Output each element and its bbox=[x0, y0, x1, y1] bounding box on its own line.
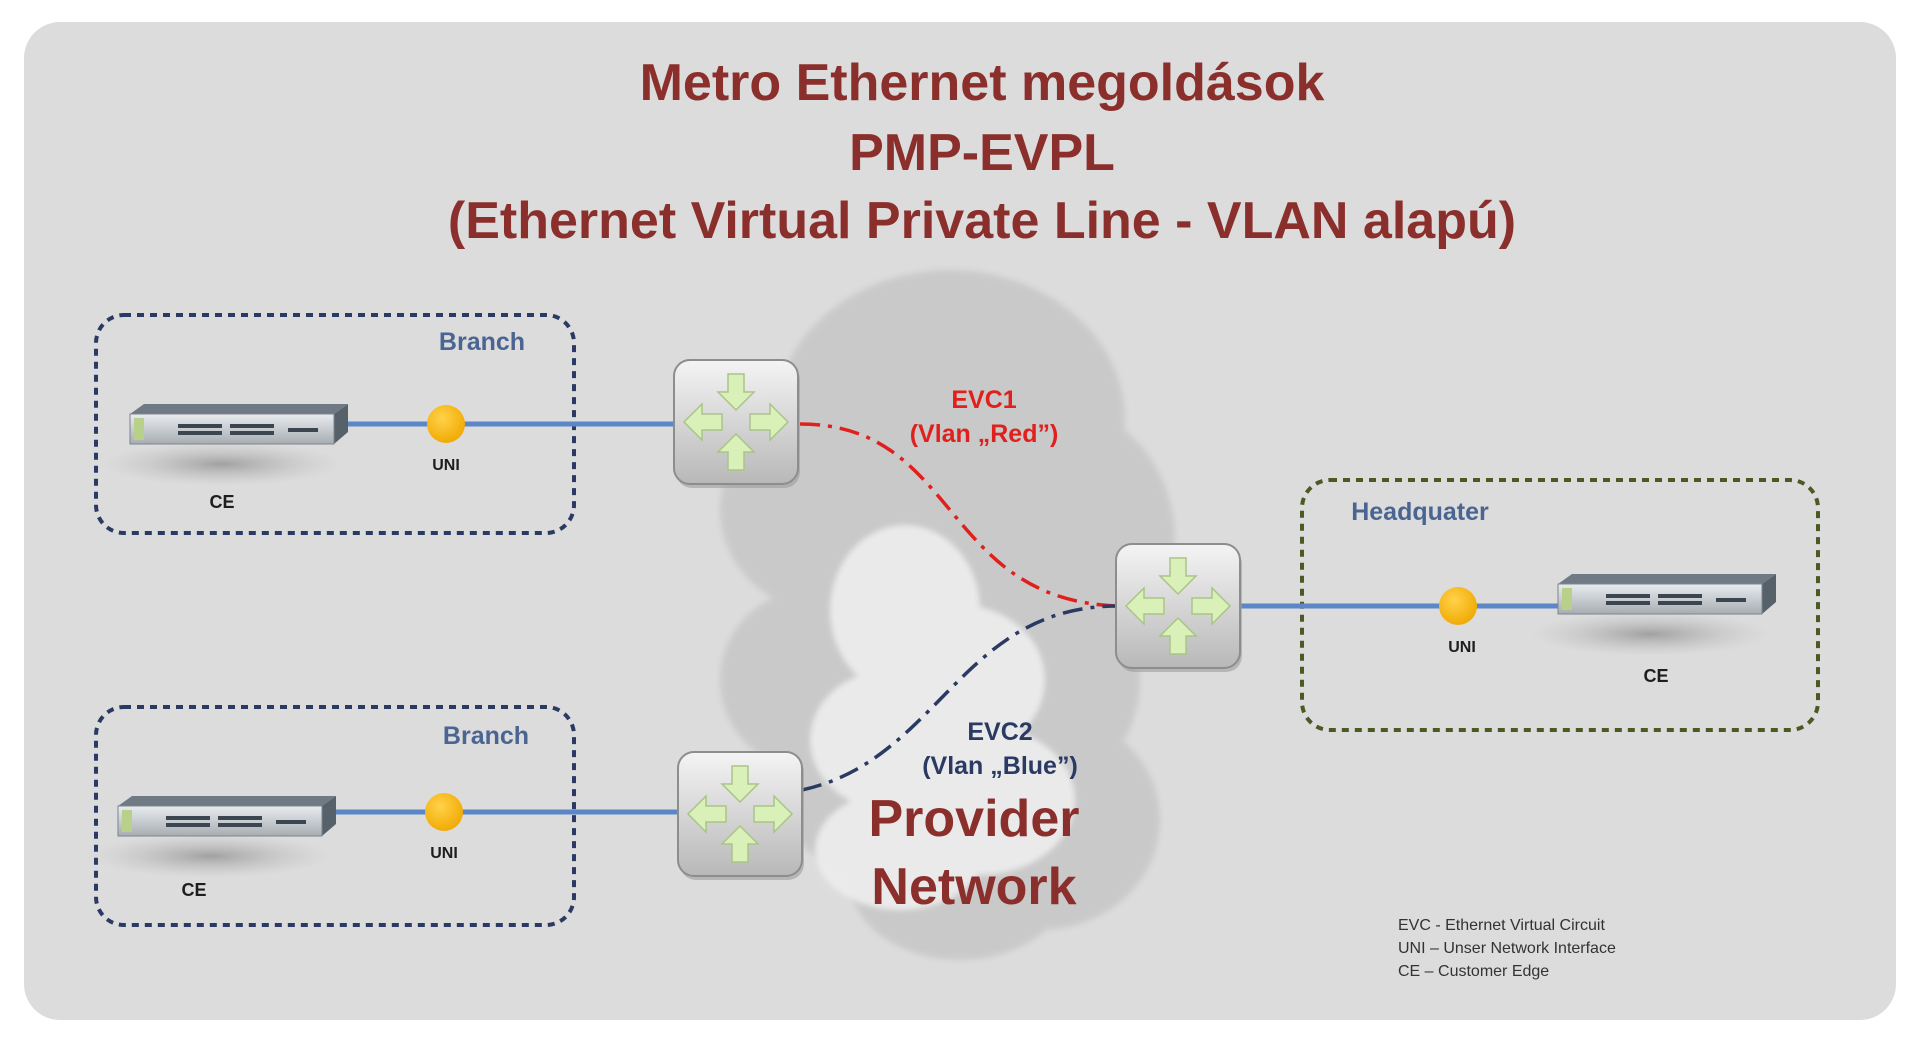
evc2-vlan: (Vlan „Blue”) bbox=[922, 752, 1078, 780]
legend-item-uni: UNI – Unser Network Interface bbox=[1398, 940, 1616, 957]
ce-label-hq: CE bbox=[1643, 666, 1668, 686]
title-line1: Metro Ethernet megoldások bbox=[640, 54, 1325, 112]
access-links bbox=[330, 421, 1560, 815]
evc2-name: EVC2 bbox=[967, 718, 1032, 746]
uni-dot-icon bbox=[427, 405, 465, 443]
cloud-label-line2: Network bbox=[871, 858, 1076, 916]
ce-label-branch1: CE bbox=[209, 492, 234, 512]
evc1-vlan: (Vlan „Red”) bbox=[910, 420, 1059, 448]
title-line2: PMP-EVPL bbox=[849, 124, 1115, 182]
uni-dot-icon bbox=[425, 793, 463, 831]
hq-label: Headquater bbox=[1351, 498, 1489, 526]
legend-item-evc: EVC - Ethernet Virtual Circuit bbox=[1398, 917, 1605, 934]
evc1-path bbox=[799, 422, 1119, 608]
uni-label-branch1: UNI bbox=[432, 457, 460, 474]
title-block: Metro Ethernet megoldások PMP-EVPL (Ethe… bbox=[448, 54, 1516, 250]
router-icon bbox=[673, 359, 801, 489]
router-icon bbox=[1115, 543, 1243, 673]
branch1-label: Branch bbox=[439, 328, 525, 356]
title-line3: (Ethernet Virtual Private Line - VLAN al… bbox=[448, 192, 1516, 250]
legend: EVC - Ethernet Virtual Circuit UNI – Uns… bbox=[1398, 917, 1616, 980]
uni-dot-icon bbox=[1439, 587, 1477, 625]
evc1-label: EVC1 (Vlan „Red”) bbox=[910, 386, 1059, 448]
cloud-icon bbox=[720, 270, 1175, 960]
evc2-label: EVC2 (Vlan „Blue”) bbox=[922, 718, 1078, 780]
evc1-name: EVC1 bbox=[951, 386, 1016, 414]
cloud-label-line1: Provider bbox=[869, 790, 1080, 848]
branch2-label: Branch bbox=[443, 722, 529, 750]
ce-label-branch2: CE bbox=[181, 880, 206, 900]
uni-label-branch2: UNI bbox=[430, 845, 458, 862]
evc2-path bbox=[801, 604, 1119, 792]
site-branch-2: Branch bbox=[94, 705, 576, 927]
router-icon bbox=[677, 751, 805, 881]
uni-label-hq: UNI bbox=[1448, 639, 1476, 656]
legend-item-ce: CE – Customer Edge bbox=[1398, 963, 1549, 980]
